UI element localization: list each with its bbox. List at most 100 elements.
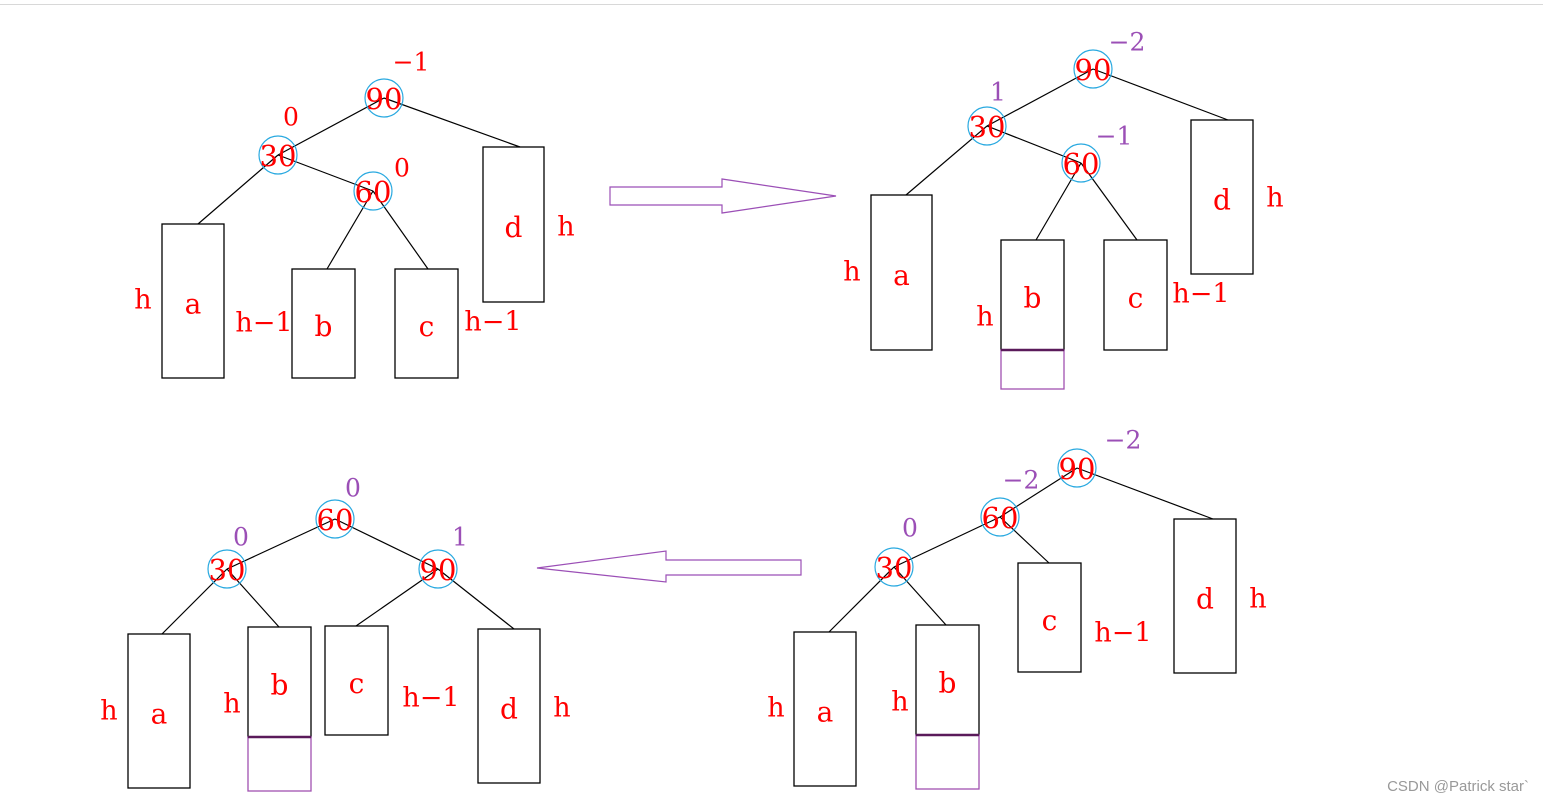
tl-node-30-label: 30 <box>260 139 297 173</box>
tl-node-30-balance-factor: 0 <box>283 103 299 132</box>
tl-edge-60-c <box>372 190 429 270</box>
bl-node-90-label: 90 <box>420 553 457 587</box>
tl-edge-30-60 <box>277 154 374 192</box>
bl-subtree-d-label: d <box>500 693 518 726</box>
tl-node-30-circle <box>258 135 298 175</box>
br-subtree-d-box <box>1173 518 1237 674</box>
br-subtree-c-label: c <box>1042 604 1058 637</box>
tr-subtree-b-label: b <box>1024 282 1042 315</box>
br-subtree-d-height: h <box>1249 584 1266 615</box>
tl-edge-30-a <box>197 154 279 225</box>
br-node-30-label: 30 <box>876 551 913 585</box>
br-node-60-balance-factor: −2 <box>1003 466 1040 495</box>
watermark: CSDN @Patrick star` <box>1387 778 1529 795</box>
br-subtree-c-height: h−1 <box>1094 618 1151 649</box>
bl-subtree-c-height: h−1 <box>402 683 459 714</box>
tl-node-60-balance-factor: 0 <box>394 154 410 183</box>
arrow-left <box>536 550 802 583</box>
tr-edge-60-c <box>1080 162 1138 241</box>
bl-subtree-d-box <box>477 628 541 784</box>
br-node-60-label: 60 <box>982 501 1019 535</box>
tr-subtree-c-box <box>1103 239 1168 351</box>
bl-subtree-c-box <box>324 625 389 736</box>
bl-subtree-b-height: h <box>223 689 240 720</box>
br-subtree-b-label: b <box>939 667 957 700</box>
tr-node-60-label: 60 <box>1063 147 1100 181</box>
br-edge-90-60 <box>999 467 1078 518</box>
bl-node-60-circle <box>315 499 355 539</box>
tr-edge-30-a <box>905 125 988 196</box>
arrow-right <box>609 178 837 214</box>
tr-subtree-a-height: h <box>843 257 860 288</box>
tr-subtree-b-growth-box <box>1000 349 1065 390</box>
tl-subtree-a-height: h <box>134 285 151 316</box>
bl-subtree-a-height: h <box>100 696 117 727</box>
bl-subtree-b-label: b <box>271 669 289 702</box>
bl-edge-60-30 <box>226 518 336 570</box>
br-node-90-label: 90 <box>1059 452 1096 486</box>
tl-node-90-circle <box>364 78 404 118</box>
tl-edge-60-b <box>326 190 374 270</box>
tr-subtree-d-box <box>1190 119 1254 275</box>
bl-node-30-balance-factor: 0 <box>233 523 249 552</box>
br-subtree-a-height: h <box>767 693 784 724</box>
tl-edge-90-30 <box>277 97 385 156</box>
tl-subtree-c-height: h−1 <box>464 307 521 338</box>
tr-node-60-balance-factor: −1 <box>1096 122 1133 151</box>
tl-subtree-a-box <box>161 223 225 379</box>
bl-node-90-circle <box>418 549 458 589</box>
top-divider <box>0 4 1543 5</box>
br-node-30-balance-factor: 0 <box>902 514 918 543</box>
tr-node-90-circle <box>1073 49 1113 89</box>
br-node-90-balance-factor: −2 <box>1105 426 1142 455</box>
tr-edge-60-b <box>1035 162 1082 241</box>
tl-node-90-label: 90 <box>366 82 403 116</box>
bl-subtree-a-label: a <box>151 698 168 731</box>
bl-node-30-circle <box>207 549 247 589</box>
tr-node-90-label: 90 <box>1075 53 1112 87</box>
bl-node-30-label: 30 <box>209 553 246 587</box>
tr-node-60-circle <box>1061 143 1101 183</box>
tl-node-60-circle <box>353 171 393 211</box>
tr-node-30-circle <box>967 106 1007 146</box>
tl-edge-90-d <box>383 97 521 148</box>
br-subtree-a-box <box>793 631 857 787</box>
br-node-60-circle <box>980 497 1020 537</box>
bl-node-60-label: 60 <box>317 503 354 537</box>
tr-edge-90-30 <box>986 68 1094 127</box>
tr-subtree-d-height: h <box>1266 183 1283 214</box>
br-subtree-d-label: d <box>1196 583 1214 616</box>
tl-subtree-d-label: d <box>505 211 523 244</box>
br-subtree-c-box <box>1017 562 1082 673</box>
tr-subtree-c-height: h−1 <box>1172 279 1229 310</box>
tr-subtree-b-height: h <box>976 302 993 333</box>
tr-subtree-a-label: a <box>893 259 910 292</box>
tl-subtree-c-label: c <box>419 310 435 343</box>
tl-node-60-label: 60 <box>355 175 392 209</box>
tl-node-90-balance-factor: −1 <box>393 48 430 77</box>
bl-edge-30-b <box>226 568 280 628</box>
bl-subtree-d-height: h <box>553 693 570 724</box>
br-edge-90-d <box>1076 467 1214 520</box>
br-edge-30-b <box>893 566 947 626</box>
tl-subtree-b-box <box>291 268 356 379</box>
tl-subtree-c-box <box>394 268 459 379</box>
bl-subtree-b-growth-box <box>247 736 312 792</box>
tr-subtree-c-label: c <box>1128 282 1144 315</box>
tl-subtree-d-height: h <box>557 212 574 243</box>
br-node-30-circle <box>874 547 914 587</box>
br-edge-60-c <box>999 516 1050 564</box>
tl-subtree-a-label: a <box>185 288 202 321</box>
bl-edge-30-a <box>161 568 228 635</box>
bl-edge-90-c <box>355 568 439 627</box>
tr-edge-30-60 <box>986 125 1082 164</box>
tr-node-90-balance-factor: −2 <box>1109 28 1146 57</box>
tr-node-30-balance-factor: 1 <box>990 78 1006 107</box>
tr-node-30-label: 30 <box>969 110 1006 144</box>
tl-subtree-d-box <box>482 146 545 303</box>
tr-subtree-a-box <box>870 194 933 351</box>
bl-subtree-a-box <box>127 633 191 789</box>
br-subtree-b-growth-box <box>915 734 980 790</box>
bl-subtree-c-label: c <box>349 667 365 700</box>
